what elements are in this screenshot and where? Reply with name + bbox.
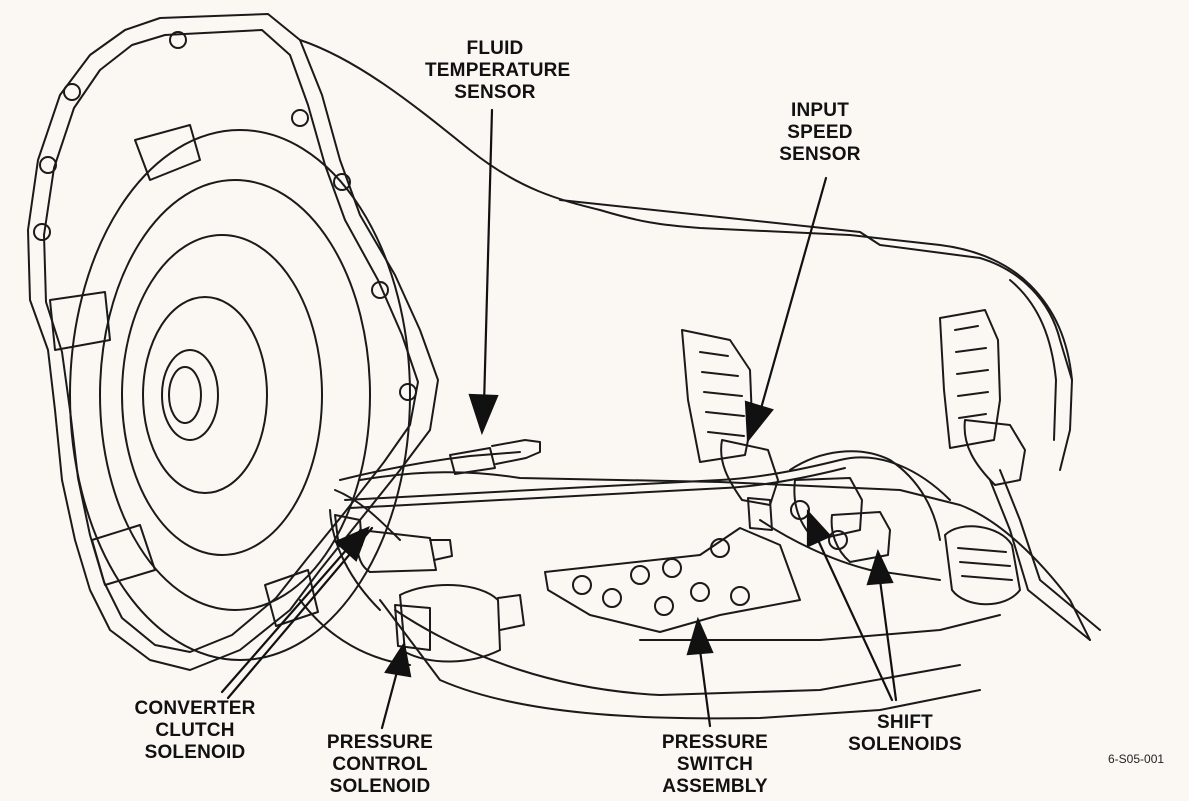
input-speed-sensor-body [720,439,779,506]
wiring-harness [999,469,1101,631]
case-ridge [559,199,981,259]
label-fluid-temperature-sensor: FLUID TEMPERATURE SENSOR [425,38,571,103]
bell-housing-flange [27,13,439,671]
converter-ring [121,234,323,556]
pressure-control-connector [394,604,431,651]
wiring-harness [989,479,1091,641]
extension-housing-inner [1009,279,1057,441]
arrowhead [384,641,412,678]
pressure-switch-plate [544,527,801,633]
extension-housing [979,257,1073,381]
oil-pan-outline [359,471,1091,641]
bolt-hole [39,156,57,174]
pan-edge [639,614,1001,641]
rear-sensor [963,419,1026,486]
switch-port [710,538,730,558]
window-right [939,309,1001,449]
harness-connector [944,525,1021,606]
bolt-hole [291,109,309,127]
switch-port [690,582,710,602]
bolt-hole [169,31,187,49]
input-speed-sensor-connector [747,497,773,531]
label-converter-clutch-solenoid: CONVERTER CLUTCH SOLENOID [134,698,256,763]
pressure-control-solenoid-body [399,583,501,663]
converter-clutch-solenoid-tip [429,539,453,561]
window-left-teeth [699,351,745,437]
wiring-harness [339,451,521,481]
figure-id: 6-S05-001 [1108,752,1165,766]
fluid-temp-sensor-body [449,447,496,475]
bolt-hole [399,383,417,401]
switch-port [654,596,674,616]
bolt-hole [33,223,51,241]
wiring-harness [789,450,941,541]
converter-ring [69,129,411,661]
arrowhead [333,525,370,562]
bolt-hole [371,281,389,299]
wiring-harness [344,456,951,501]
arrow-shift-solenoid-2 [878,578,898,702]
switch-port [730,586,750,606]
arrow-converter-clutch [220,546,350,694]
case-top-outline [299,39,1073,471]
wiring-harness [759,519,941,581]
shift-solenoid-1 [793,477,863,541]
converter-hub-center [168,366,202,424]
wiring-harness [349,467,846,509]
arrow-fluid-temp-sensor [482,108,494,407]
arrowhead [866,548,894,586]
bolt-hole [333,173,351,191]
converter-ring [99,179,371,611]
arrowhead [744,400,774,443]
arrowhead [806,509,832,548]
switch-port [572,575,592,595]
shift-solenoid-1-tip [790,500,810,520]
switch-port [602,588,622,608]
arrow-converter-clutch-2 [226,526,374,700]
arrow-input-speed-sensor [758,176,828,414]
label-pressure-control-solenoid: PRESSURE CONTROL SOLENOID [326,732,434,797]
fluid-temp-sensor-tip [491,439,541,465]
pressure-control-solenoid-end [497,594,525,631]
mount-boss [264,569,319,627]
oil-pan-rim [394,609,961,696]
label-shift-solenoids: SHIFT SOLENOIDS [848,712,962,755]
switch-port [662,558,682,578]
switch-port [630,565,650,585]
arrow-pressure-control [380,666,400,730]
converter-hub [161,349,219,441]
oil-pan-lower [379,599,981,720]
shift-solenoid-2-tip [828,530,848,550]
bolt-hole [63,83,81,101]
arrow-pressure-switch [698,648,712,728]
converter-ring [142,296,268,494]
window-right-teeth [954,325,989,419]
label-input-speed-sensor: INPUT SPEED SENSOR [779,100,861,165]
mount-boss [49,291,111,351]
arrow-shift-solenoid-1 [816,538,894,702]
harness-connector-grip [957,547,1013,581]
arrowhead [686,616,714,656]
mount-boss [134,124,201,181]
arrowhead [468,393,499,436]
mount-boss [91,524,156,586]
shift-solenoid-2 [830,511,891,563]
label-pressure-switch-assembly: PRESSURE SWITCH ASSEMBLY [661,732,769,797]
